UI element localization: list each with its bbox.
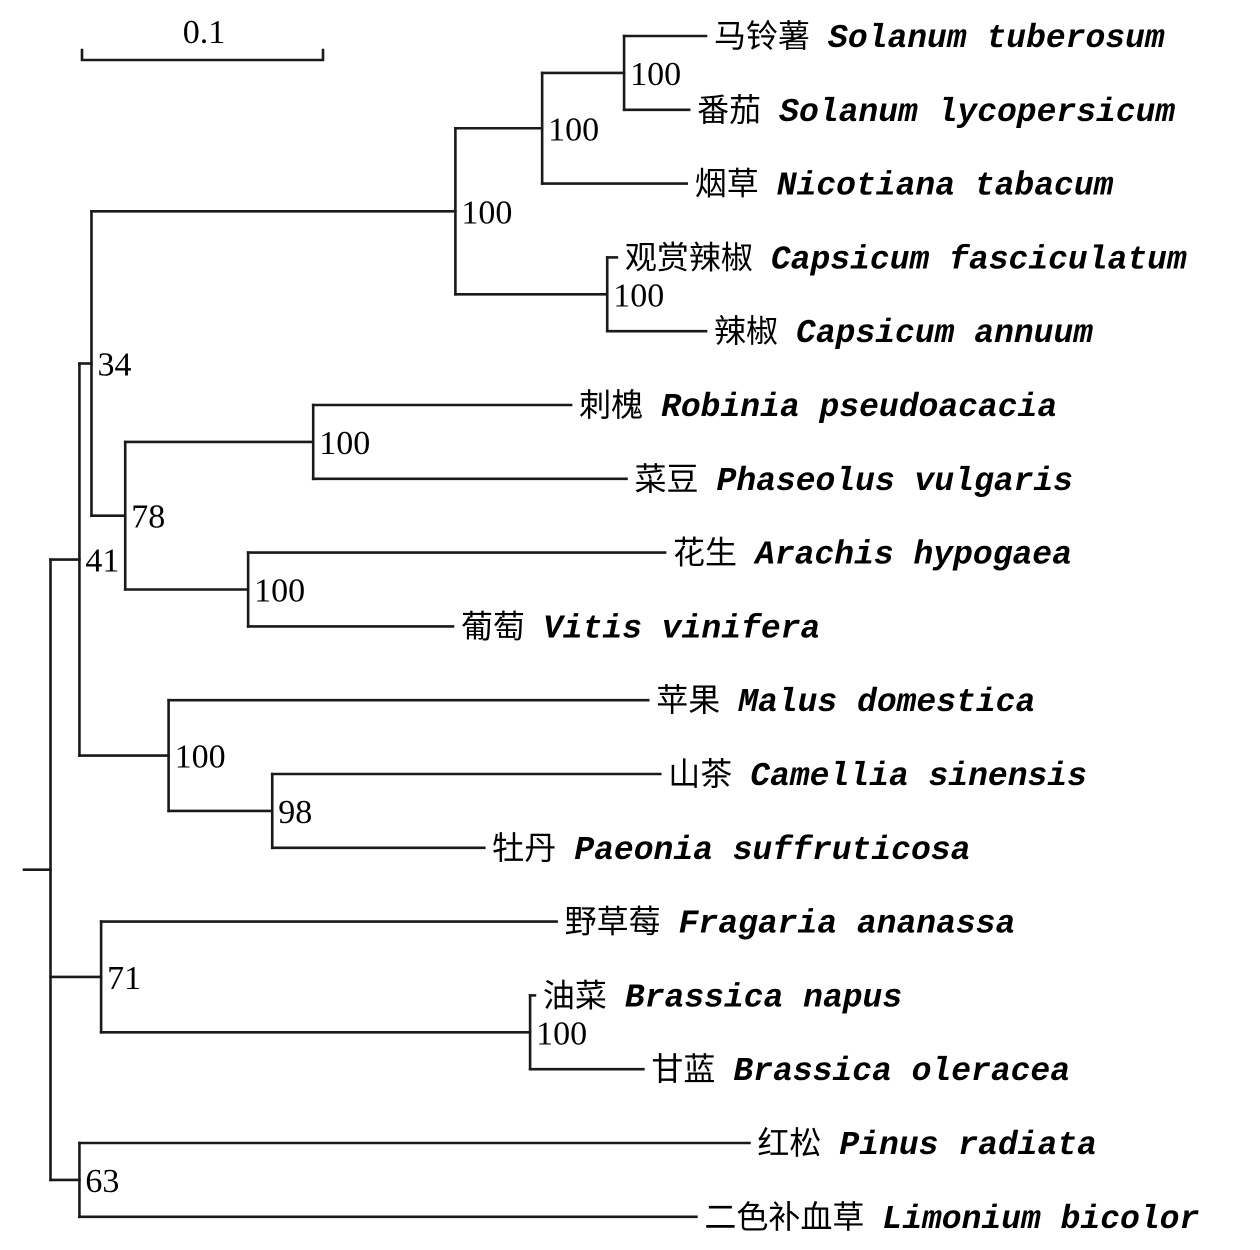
- taxon-label: 野草莓 Fragaria ananassa: [565, 903, 1016, 943]
- bootstrap-values: 41 34 100 100 100 100 78 100 100 100 98 71 100 63: [85, 56, 681, 1200]
- bootstrap-value: 100: [319, 425, 370, 462]
- bootstrap-value: 41: [85, 543, 119, 580]
- taxon-label: 红松 Pinus radiata: [757, 1124, 1096, 1164]
- branches: [22, 34, 751, 1219]
- taxon-latin-name: Capsicum fasciculatum: [771, 241, 1187, 278]
- scale-bar-line: [80, 48, 325, 62]
- taxon-label: 花生 Arachis hypogaea: [673, 534, 1072, 574]
- taxon-latin-name: Vitis vinifera: [543, 610, 820, 647]
- taxon-chinese-name: 辣椒: [714, 312, 778, 350]
- taxon-latin-name: Robinia pseudoacacia: [661, 389, 1057, 426]
- taxon-latin-name: Brassica oleracea: [733, 1053, 1070, 1090]
- taxon-label: 苹果 Malus domestica: [656, 681, 1035, 721]
- bootstrap-value: 100: [630, 56, 681, 93]
- taxon-latin-name: Limonium bicolor: [882, 1201, 1199, 1238]
- taxon-label: 菜豆 Phaseolus vulgaris: [635, 460, 1073, 500]
- bootstrap-value: 100: [254, 573, 305, 610]
- taxon-chinese-name: 甘蓝: [651, 1050, 715, 1088]
- taxon-chinese-name: 马铃薯: [714, 17, 810, 55]
- scale-bar: 0.1: [80, 14, 325, 62]
- taxon-label: 番茄 Solanum lycopersicum: [697, 91, 1175, 131]
- taxon-latin-name: Pinus radiata: [839, 1127, 1096, 1164]
- taxon-label: 马铃薯 Solanum tuberosum: [714, 17, 1165, 57]
- scale-bar-label: 0.1: [183, 14, 226, 51]
- taxon-latin-name: Solanum tuberosum: [828, 20, 1165, 57]
- bootstrap-value: 100: [175, 739, 226, 776]
- taxon-label: 二色补血草 Limonium bicolor: [704, 1198, 1199, 1238]
- taxon-label: 甘蓝 Brassica oleracea: [651, 1050, 1070, 1090]
- taxon-chinese-name: 山茶: [668, 755, 732, 793]
- bootstrap-value: 100: [536, 1015, 587, 1052]
- taxon-chinese-name: 油菜: [543, 976, 607, 1014]
- taxon-chinese-name: 牡丹: [492, 829, 556, 867]
- taxon-label: 油菜 Brassica napus: [543, 976, 902, 1016]
- taxon-label: 山茶 Camellia sinensis: [668, 755, 1087, 795]
- taxon-latin-name: Brassica napus: [625, 979, 902, 1016]
- taxon-chinese-name: 葡萄: [461, 607, 525, 645]
- taxon-chinese-name: 菜豆: [635, 460, 699, 498]
- taxon-latin-name: Nicotiana tabacum: [777, 168, 1114, 205]
- taxon-latin-name: Camellia sinensis: [750, 758, 1087, 795]
- bootstrap-value: 100: [461, 194, 512, 231]
- bootstrap-value: 100: [613, 277, 664, 314]
- taxon-label: 辣椒 Capsicum annuum: [714, 312, 1093, 352]
- taxon-chinese-name: 红松: [757, 1124, 821, 1162]
- taxon-latin-name: Paeonia suffruticosa: [574, 832, 970, 869]
- bootstrap-value: 100: [548, 111, 599, 148]
- taxon-latin-name: Solanum lycopersicum: [779, 94, 1175, 131]
- taxon-chinese-name: 刺槐: [579, 386, 643, 424]
- taxon-latin-name: Capsicum annuum: [796, 315, 1093, 352]
- bootstrap-value: 78: [131, 499, 165, 536]
- taxon-chinese-name: 观赏辣椒: [625, 238, 753, 276]
- taxon-label: 烟草 Nicotiana tabacum: [695, 165, 1114, 205]
- taxon-chinese-name: 花生: [673, 534, 737, 572]
- bootstrap-value: 98: [278, 794, 312, 831]
- taxon-chinese-name: 苹果: [656, 681, 720, 719]
- taxon-chinese-name: 二色补血草: [704, 1198, 864, 1236]
- bootstrap-value: 71: [107, 960, 141, 997]
- taxon-label: 刺槐 Robinia pseudoacacia: [579, 386, 1057, 426]
- taxon-chinese-name: 野草莓: [565, 903, 661, 941]
- taxon-latin-name: Arachis hypogaea: [753, 537, 1072, 574]
- taxon-label: 葡萄 Vitis vinifera: [461, 607, 820, 647]
- bootstrap-value: 63: [85, 1163, 119, 1200]
- taxon-chinese-name: 番茄: [697, 91, 761, 129]
- taxon-label: 牡丹 Paeonia suffruticosa: [492, 829, 970, 869]
- taxon-latin-name: Fragaria ananassa: [679, 906, 1016, 943]
- taxon-chinese-name: 烟草: [695, 165, 759, 203]
- taxon-latin-name: Malus domestica: [737, 684, 1035, 721]
- bootstrap-value: 34: [97, 346, 131, 383]
- taxon-labels: 马铃薯 Solanum tuberosum 番茄 Solanum lycopersic…: [461, 17, 1199, 1238]
- taxon-label: 观赏辣椒 Capsicum fasciculatum: [625, 238, 1187, 278]
- taxon-latin-name: Phaseolus vulgaris: [717, 463, 1073, 500]
